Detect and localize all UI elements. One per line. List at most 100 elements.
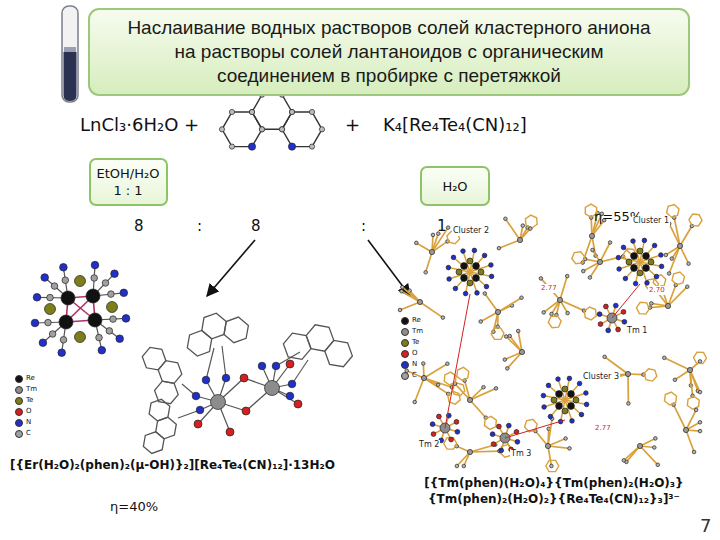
- donor-atom: [515, 439, 520, 444]
- page-number: 7: [700, 514, 711, 537]
- tellurium-atom: [478, 269, 484, 275]
- legend-swatch: [401, 361, 409, 369]
- bond: [686, 430, 694, 452]
- donor-atom: [622, 319, 627, 324]
- solvent-box: EtOH/H₂O1 : 1: [89, 158, 168, 206]
- carbon-atom: [588, 276, 592, 280]
- nitrogen-atom: [192, 392, 200, 400]
- carbon-atom: [506, 367, 510, 371]
- bond: [548, 446, 551, 466]
- nitrogen-atom: [111, 270, 119, 278]
- carbon-atom: [664, 253, 668, 257]
- legend-text: C: [26, 429, 31, 438]
- rhenium-atom: [631, 253, 638, 260]
- tellurium-atom: [467, 280, 473, 286]
- phen-ring: [224, 317, 248, 343]
- carbon-atom: [436, 383, 440, 387]
- carbon-atom: [654, 437, 658, 441]
- carbon-atom: [656, 463, 660, 467]
- nitrogen-atom: [482, 253, 487, 258]
- donor-atom: [455, 429, 460, 434]
- contact-line: [505, 420, 565, 438]
- rhenium-atom: [473, 275, 480, 282]
- bond: [485, 294, 498, 313]
- legend-swatch: [401, 328, 409, 336]
- legend-text: Te: [26, 396, 33, 405]
- donor-atom: [613, 303, 618, 308]
- donor-atom: [597, 312, 602, 317]
- nitrogen-atom: [475, 291, 480, 296]
- legend-text: Re: [26, 374, 35, 383]
- donor-atom: [506, 423, 511, 428]
- donor-atom: [490, 432, 495, 437]
- nitrogen-atom: [451, 255, 456, 260]
- distance-value: 2.77: [540, 284, 558, 293]
- carbon-atom: [627, 402, 631, 406]
- legend-text: N: [26, 418, 31, 427]
- legend-entry: Te: [15, 396, 33, 405]
- donor-atom: [454, 420, 459, 425]
- carbon-atom: [494, 387, 498, 391]
- phen-ring: [252, 95, 292, 130]
- legend-swatch: [401, 350, 409, 358]
- legend-text: Re: [412, 316, 421, 325]
- carbon-atom: [229, 109, 234, 114]
- donor-atom: [621, 310, 626, 315]
- donor-atom: [616, 327, 621, 332]
- nitrogen-atom: [584, 391, 589, 396]
- phen-ring: [491, 328, 504, 340]
- tellurium-atom: [75, 276, 86, 287]
- nitrogen-atom: [623, 276, 628, 281]
- phen-ring: [525, 215, 537, 228]
- nitrogen-atom: [453, 286, 458, 291]
- rhenium-atom: [461, 275, 468, 282]
- carbon-atom: [591, 248, 595, 252]
- legend-swatch: [15, 397, 23, 405]
- carbon-atom: [692, 450, 696, 454]
- carbon-atom: [289, 144, 294, 149]
- reactant-formula: LnCl₃·6H₂O +: [80, 113, 199, 136]
- nitrogen-atom: [33, 294, 41, 302]
- carbon-atom: [503, 358, 507, 362]
- bond: [627, 374, 629, 404]
- carbon-atom: [564, 437, 568, 441]
- bond: [505, 219, 520, 240]
- carbon-atom: [279, 127, 284, 132]
- carbon-atom: [694, 408, 698, 412]
- legend-swatch: [15, 408, 23, 416]
- product-formula: [{Er(H₂O)₂(phen)₂(μ-OH)}₂][Re₄Te₄(CN)₁₂]…: [10, 457, 335, 473]
- legend-entry: O: [15, 407, 32, 416]
- phen-ring: [222, 112, 262, 147]
- rhenium-atom: [461, 263, 468, 270]
- tellurium-atom: [45, 304, 56, 315]
- carbon-atom: [497, 246, 501, 250]
- carbon-atom: [508, 334, 512, 338]
- carbon-atom: [398, 308, 402, 312]
- carbon-atom: [289, 109, 294, 114]
- rhenium-atom: [86, 289, 100, 303]
- phen-ring: [325, 340, 353, 366]
- nitrogen-atom: [122, 315, 130, 323]
- carbon-atom: [698, 421, 702, 425]
- carbon-atom: [483, 292, 487, 296]
- carbon-atom: [108, 291, 115, 298]
- nitrogen-atom: [548, 414, 553, 419]
- product-formula: [{Tm(phen)(H₂O)₄}{Tm(phen)₂(H₂O)₃} {Tm(p…: [395, 475, 713, 507]
- carbon-atom: [687, 262, 691, 266]
- oxygen-atom: [226, 428, 234, 436]
- carbon-atom: [504, 335, 508, 339]
- legend-text: C: [412, 371, 417, 380]
- nitrogen-atom: [463, 291, 468, 296]
- tellurium-atom: [107, 302, 118, 313]
- carbon-atom: [51, 283, 58, 290]
- nitrogen-atom: [652, 243, 657, 248]
- donor-atom: [449, 437, 454, 442]
- bond: [674, 405, 686, 430]
- rhenium-atom: [643, 253, 650, 260]
- phen-ring: [149, 399, 170, 421]
- phenanthroline-molecule: [219, 92, 324, 150]
- bond: [680, 246, 689, 264]
- nitrogen-atom: [616, 255, 621, 260]
- carbon-atom: [62, 277, 69, 284]
- legend-entry: Re: [401, 316, 421, 325]
